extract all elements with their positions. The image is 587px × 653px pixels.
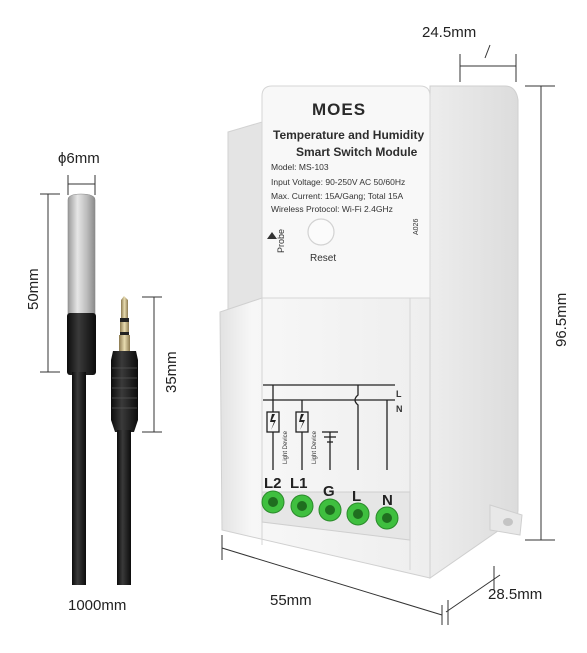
model-text: Model: MS-103: [271, 162, 329, 172]
bottom-depth-label: 28.5mm: [488, 586, 543, 603]
probe-diameter-label: ϕ6mm: [58, 150, 100, 167]
smart-switch-module: [219, 85, 523, 579]
brand-logo: MOES: [312, 100, 367, 119]
bottom-depth-dimension: [445, 566, 501, 625]
probe-label: Probe: [276, 228, 286, 253]
terminal-screw-hole: [325, 505, 335, 515]
device-label-1: Light Device: [283, 430, 289, 464]
top-depth-dimension: [459, 44, 517, 82]
terminal-screw-hole: [353, 509, 363, 519]
product-title-line1: Temperature and Humidity: [273, 128, 425, 142]
wireless-text: Wireless Protocol: Wi-Fi 2.4GHz: [271, 204, 393, 214]
cable-length-label: 1000mm: [68, 597, 127, 614]
probe-diameter-dimension: [67, 175, 96, 195]
width-label: 55mm: [270, 592, 312, 609]
wiring-diagram: [263, 384, 395, 470]
audio-jack-connector: [111, 296, 138, 585]
terminal-screw-hole: [268, 497, 278, 507]
terminal-label-n: N: [382, 492, 393, 509]
product-title-line2: Smart Switch Module: [296, 145, 418, 159]
input-voltage-text: Input Voltage: 90-250V AC 50/60Hz: [271, 177, 406, 187]
probe-length-dimension: [40, 193, 60, 373]
wiring-label-l: L: [396, 389, 402, 399]
reset-label: Reset: [310, 253, 337, 264]
terminal-label-l2: L2: [264, 475, 282, 492]
width-dimension: [221, 535, 443, 625]
height-dimension: [525, 85, 555, 541]
height-label: 96.5mm: [553, 292, 570, 347]
wiring-label-n: N: [396, 404, 403, 414]
device-label-2: Light Device: [312, 430, 318, 464]
top-depth-label: 24.5mm: [422, 24, 477, 41]
jack-length-label: 35mm: [163, 351, 180, 393]
terminal-label-l: L: [352, 488, 362, 505]
probe-length-label: 50mm: [25, 268, 42, 310]
max-current-text: Max. Current: 15A/Gang; Total 15A: [271, 191, 404, 201]
terminal-label-g: G: [323, 483, 335, 500]
jack-length-dimension: [142, 296, 162, 433]
product-code: A026: [413, 218, 420, 235]
temperature-probe: [67, 193, 96, 585]
terminal-block: [261, 490, 411, 541]
terminal-label-l1: L1: [290, 475, 308, 492]
terminal-screw-hole: [297, 501, 307, 511]
terminal-screw-hole: [382, 513, 392, 523]
